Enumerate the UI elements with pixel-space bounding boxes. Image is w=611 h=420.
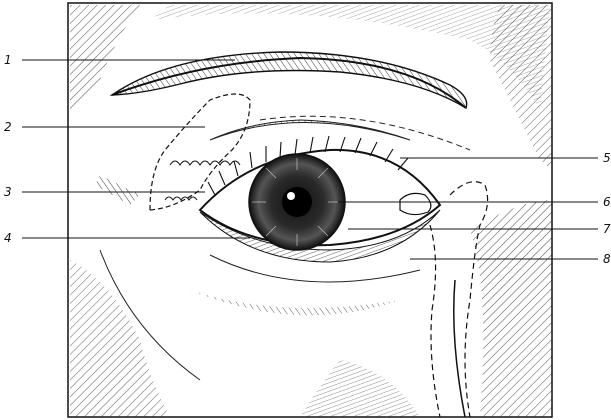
upper-lid-crease: [209, 119, 411, 141]
nose-outline: [453, 279, 466, 417]
upper-eyelashes: [207, 135, 409, 196]
lacrimal-gland-outline: [149, 93, 251, 211]
pupil-highlight: [287, 192, 295, 200]
pupil: [282, 187, 312, 217]
lacrimal-caruncle: [399, 192, 432, 216]
lacrimal-sac-outline: [449, 181, 489, 417]
label-7: 7: [603, 222, 611, 236]
leader-lines: [22, 59, 598, 260]
lower-cheek-shading: [300, 360, 420, 417]
gland-ducts: [169, 160, 241, 166]
label-1: 1: [4, 53, 12, 67]
upper-lid-dashed: [259, 115, 471, 151]
lateral-hatch: [95, 175, 140, 205]
nose-bridge-shading: [490, 5, 552, 170]
label-3: 3: [4, 185, 12, 199]
gland-ducts-2: [164, 196, 198, 201]
forehead-shading: [70, 5, 140, 110]
label-5: 5: [603, 151, 611, 165]
label-8: 8: [603, 252, 611, 266]
nose-side-shading: [470, 200, 552, 417]
under-eye-shading: [190, 290, 400, 316]
left-cheek-shading: [70, 260, 170, 417]
iris-striations: [252, 158, 342, 246]
label-6: 6: [603, 195, 611, 209]
eyebrow-outline: [111, 56, 467, 109]
label-2: 2: [4, 120, 12, 134]
brow-ridge-shading: [150, 5, 550, 110]
label-4: 4: [4, 231, 12, 245]
cheek-contour: [99, 249, 201, 381]
nasolacrimal-duct: [429, 224, 441, 417]
lower-lid-fold: [209, 254, 421, 283]
